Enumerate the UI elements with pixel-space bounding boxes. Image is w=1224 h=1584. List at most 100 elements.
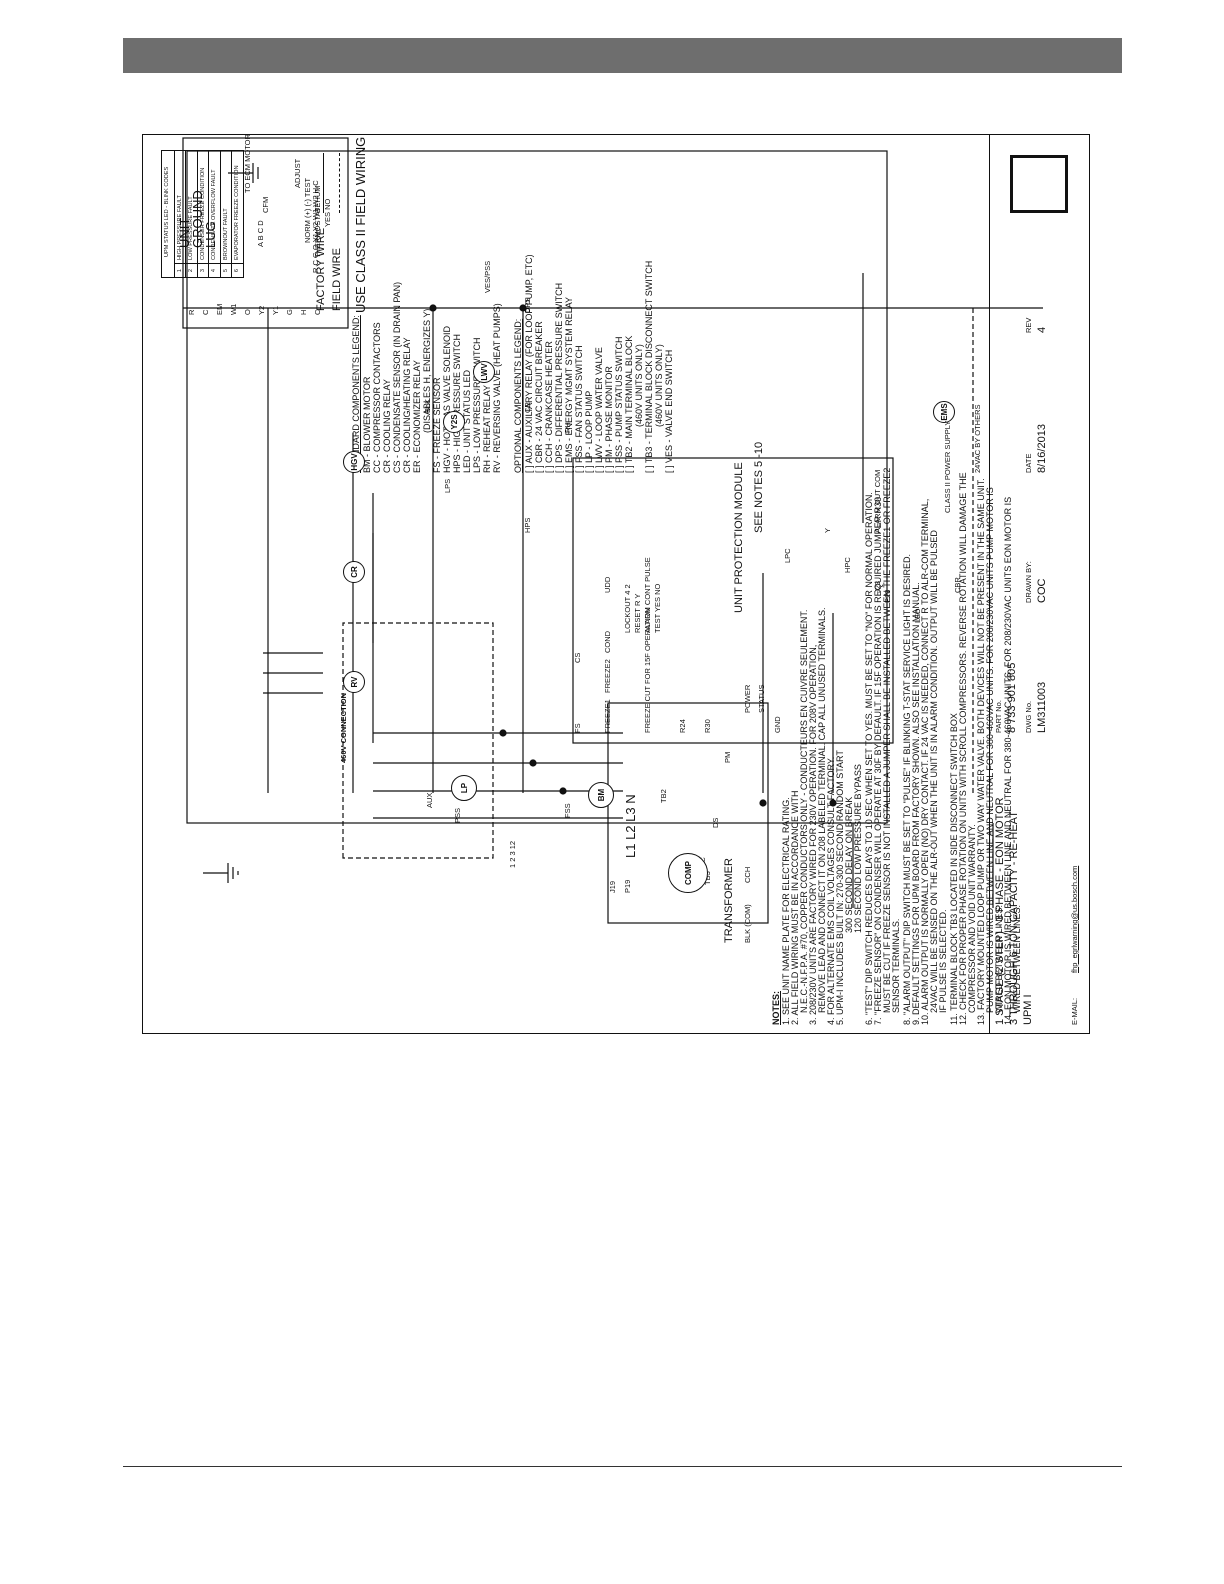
date-value: 8/16/2013	[1036, 424, 1048, 473]
norm-label: NORM (+) (-) TEST	[303, 177, 312, 243]
see-notes-label: SEE NOTES 5 -10	[753, 441, 765, 533]
freeze2-label: FREEZE2	[603, 659, 612, 693]
compressor-icon: COMP	[668, 853, 708, 893]
terminal-h: H	[299, 309, 308, 315]
dehum-label: DEHUM	[313, 185, 322, 214]
note-line: IF PULSE IS SELECTED.	[938, 909, 948, 1013]
title-line-1: 1 STAGE (2 STEP) - 3 PHASE - EON MOTOR	[994, 797, 1006, 1025]
footer-rule	[123, 1466, 1122, 1467]
hot-gas-valve-icon: HGV	[343, 451, 365, 473]
loop-water-valve-icon: LWV	[473, 361, 495, 383]
led-label: LED	[913, 608, 922, 623]
terminal-r: R	[187, 309, 196, 315]
title-block: 1 STAGE (2 STEP) - 3 PHASE - EON MOTOR 3…	[989, 135, 1089, 1033]
pss-label: PSS	[453, 807, 462, 823]
cooling-relay-icon: CR	[343, 561, 365, 583]
j23-label: J23	[873, 580, 882, 593]
email-label: E-MAIL:	[1070, 997, 1079, 1025]
fss-label: FSS	[563, 803, 572, 818]
y2s-icon: Y2S	[443, 411, 465, 433]
cs-label: CS	[573, 652, 582, 663]
wiring-lines	[182, 137, 1043, 924]
standard-legend-title: STANDARD COMPONENTS LEGEND:	[351, 315, 361, 473]
cch-label: CCH	[743, 866, 752, 883]
terminal-w1: W1	[229, 303, 238, 315]
test-label: TEST YES NO	[653, 583, 662, 633]
date-label: DATE	[1024, 453, 1033, 473]
terminal-em: EM	[215, 303, 224, 315]
dps-label: DPS	[523, 297, 532, 313]
field-wire-sample	[339, 153, 340, 213]
r30-label: R30	[703, 719, 712, 733]
upm-board	[572, 457, 894, 744]
j19-label: J19	[608, 880, 617, 893]
phase-monitor-label: PM	[723, 751, 732, 763]
lps-label: LPS	[443, 478, 452, 493]
optional-legend-title: OPTIONAL COMPONENTS LEGEND:	[513, 318, 523, 473]
yes-no-label: YES NO	[323, 198, 332, 227]
power-lines-label: L1 L2 L3 N	[623, 794, 638, 858]
title-line-2: 3 THROUGH 6 TON CAPACITY - RE-HEAT	[1008, 811, 1020, 1025]
hps-label: HPS	[523, 517, 532, 533]
460v-connection-label: 460V CONNECTION	[339, 692, 348, 763]
status-row-num: 1	[174, 263, 185, 277]
cond-label: COND	[603, 630, 612, 653]
part-label: PART No.	[994, 700, 1003, 733]
hpc-label: HPC	[843, 557, 852, 573]
rh-label: RH	[563, 422, 572, 433]
udd-label: UDD	[603, 576, 612, 593]
dwg-label: DWG No.	[1024, 700, 1033, 733]
status-row-num: 5	[220, 263, 231, 277]
24vac-others-label: 24VAC BY OTHERS	[973, 404, 982, 474]
email-value: fhp_egrlwarning@us.bosch.com	[1070, 865, 1079, 973]
status-table-header: UPM STATUS LED - BLINK CODES	[164, 166, 170, 257]
abcd-label: A B C D	[256, 220, 265, 247]
loop-pump-icon: LP	[451, 775, 477, 801]
status-led-label: STATUS	[757, 684, 766, 713]
cr-label: CR	[523, 402, 532, 413]
class2-power-supply-label: CLASS II POWER SUPPLY	[943, 420, 952, 513]
terminal-strip: R C EM W1 O Y2 Y1 G H C	[187, 303, 347, 315]
p19-label: P19	[623, 879, 632, 893]
title-line-3: UPM I	[1022, 994, 1034, 1025]
fs-label: FS	[573, 723, 582, 733]
ves-pss-label: VES/PSS	[483, 260, 492, 293]
power-led-label: POWER	[743, 684, 752, 713]
note-line: 120 SECOND LOW PRESSURE BYPASS	[853, 764, 863, 933]
terminal-y2: Y2	[257, 305, 266, 315]
terminal-g: G	[285, 309, 294, 315]
status-row-num: 2	[186, 263, 197, 277]
adjust-label: ADJUST	[293, 158, 302, 188]
lockout-label: LOCKOUT 4 2	[623, 584, 632, 633]
r24-label: R24	[678, 719, 687, 733]
status-row-text: EVAPORATOR FREEZE CONDITION	[234, 165, 240, 260]
part-number: 8 733 901 805	[1006, 662, 1018, 733]
cbr-label: CBR	[953, 577, 962, 593]
cfm-label: CFM	[261, 196, 270, 213]
notes-block: NOTES: 1. SEE UNIT NAME PLATE FOR ELECTR…	[771, 135, 1022, 1033]
qr-code-icon	[1010, 155, 1068, 213]
thermostat-box	[182, 137, 349, 329]
disconnect-switch-label: DS	[711, 817, 720, 828]
aux-label: AUX	[425, 792, 434, 808]
tb2-label: TB2	[659, 789, 668, 803]
status-row-num: 3	[197, 263, 208, 277]
alarm-label: ALARM CONT PULSE	[643, 557, 652, 633]
unit-ground-lug-label: UNIT GROUND LUG	[177, 190, 218, 248]
blk-com-label: BLK (COM)	[743, 904, 752, 943]
blk-label: BLK	[423, 398, 432, 413]
terminal-y1: Y1	[271, 305, 280, 315]
alarm-terminal-label: ALARM OUT COM	[873, 469, 882, 533]
freeze1-label: FREEZE1	[603, 699, 612, 733]
y-label: Y	[823, 527, 832, 533]
transformer-label: TRANSFORMER	[723, 858, 735, 943]
status-row-num: 6	[232, 263, 243, 277]
rev-label: REV	[1024, 317, 1033, 333]
upm-label: UNIT PROTECTION MODULE	[733, 462, 745, 613]
legend-item: RV - REVERSING VALVE (HEAT PUMPS)	[492, 303, 502, 473]
drawn-label: DRAWN BY:	[1024, 561, 1033, 603]
status-row-num: 4	[209, 263, 220, 277]
p23-label: P23	[883, 589, 892, 603]
